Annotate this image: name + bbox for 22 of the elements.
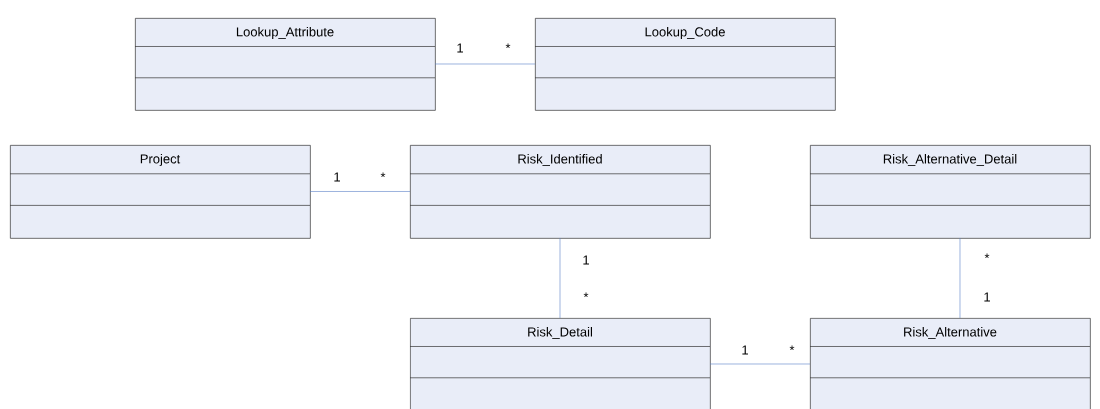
multiplicity-label: 1 xyxy=(457,43,463,53)
multiplicity-label: 1 xyxy=(334,172,340,182)
multiplicity-label: * xyxy=(789,345,795,351)
multiplicity-label: 1 xyxy=(583,255,589,265)
association-line xyxy=(959,237,961,319)
association-line xyxy=(434,63,536,65)
association-line xyxy=(559,237,561,319)
multiplicity-label: * xyxy=(984,253,990,259)
association-line xyxy=(709,363,811,365)
class-box: Lookup_Attribute xyxy=(134,18,436,111)
class-box: Risk_Alternative xyxy=(809,318,1091,409)
multiplicity-label: * xyxy=(583,292,589,298)
class-box: Project xyxy=(9,145,311,239)
multiplicity-label: * xyxy=(380,172,386,178)
class-box: Risk_Alternative_Detail xyxy=(809,145,1091,239)
class-box: Lookup_Code xyxy=(534,18,836,111)
association-line xyxy=(309,191,411,192)
multiplicity-label: * xyxy=(505,43,511,49)
multiplicity-label: 1 xyxy=(742,345,748,355)
class-box: Risk_Detail xyxy=(409,318,711,409)
multiplicity-label: 1 xyxy=(984,292,990,302)
class-box: Risk_Identified xyxy=(409,145,711,239)
